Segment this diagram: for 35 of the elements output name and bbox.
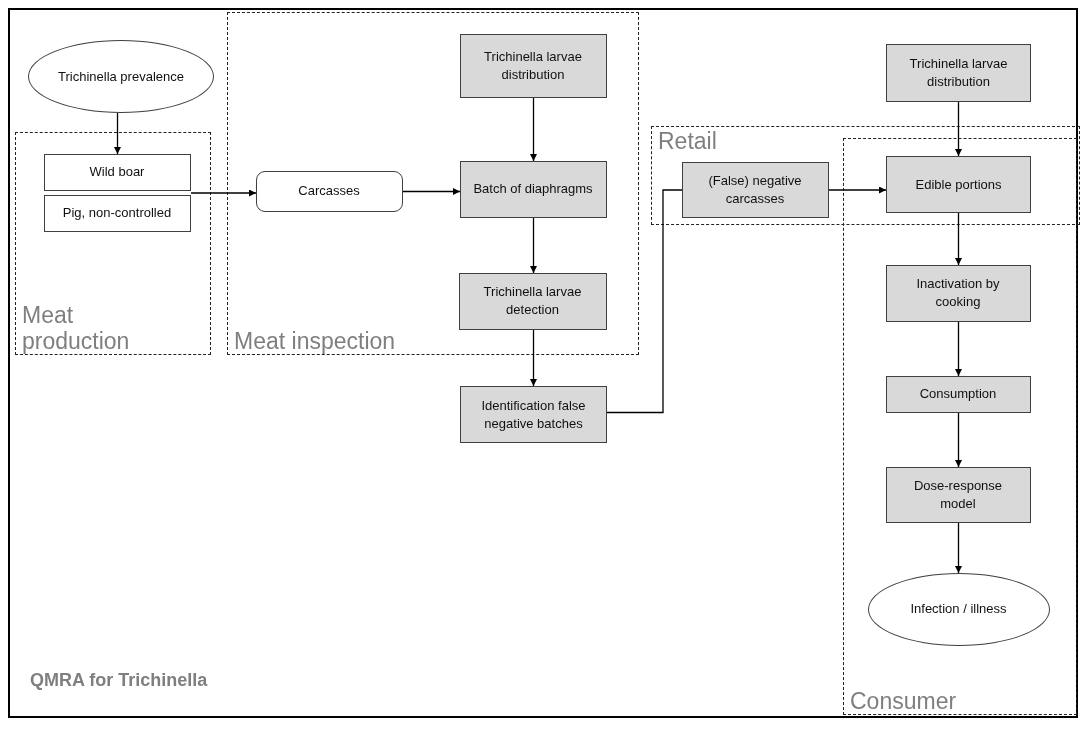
arrow [530,97,537,162]
category-box: Pig, non-controlled [43,194,191,232]
arrow [955,522,962,574]
rounded-box: Carcasses [255,170,403,212]
process-box: Identification false negative batches [460,386,607,443]
process-box: Trichinella larvae detection [458,272,607,330]
arrow [955,412,962,468]
process-box: Edible portions [886,156,1031,213]
process-box: (False) negative carcasses [681,161,829,218]
category-box: Wild boar [43,153,191,191]
arrow [530,217,537,274]
diagram-title: QMRA for Trichinella [30,670,208,691]
process-box: Trichinella larvae distribution [886,44,1031,102]
dashed-region [15,132,211,355]
process-box: Trichinella larvae distribution [459,33,607,98]
region-label: Meat inspection [234,328,396,354]
dashed-region [227,12,639,355]
arrow [530,329,537,387]
process-box: Dose-response model [885,466,1031,523]
arrow [828,186,887,194]
region-label: Meat production [22,303,131,354]
arrow [190,189,257,197]
region-label: Retail [658,129,717,155]
process-box: Consumption [885,375,1031,413]
process-box: Batch of diaphragms [459,160,607,218]
arrow [955,212,962,266]
process-box: Inactivation by cooking [885,264,1031,322]
arrow [955,101,962,157]
connector-line [606,189,683,414]
arrow [402,188,461,195]
ellipse-node: Trichinella prevalence [28,40,214,113]
region-label: Consumer [850,688,957,714]
ellipse-node: Infection / illness [867,572,1050,646]
arrow [114,112,121,155]
arrow [955,321,962,377]
